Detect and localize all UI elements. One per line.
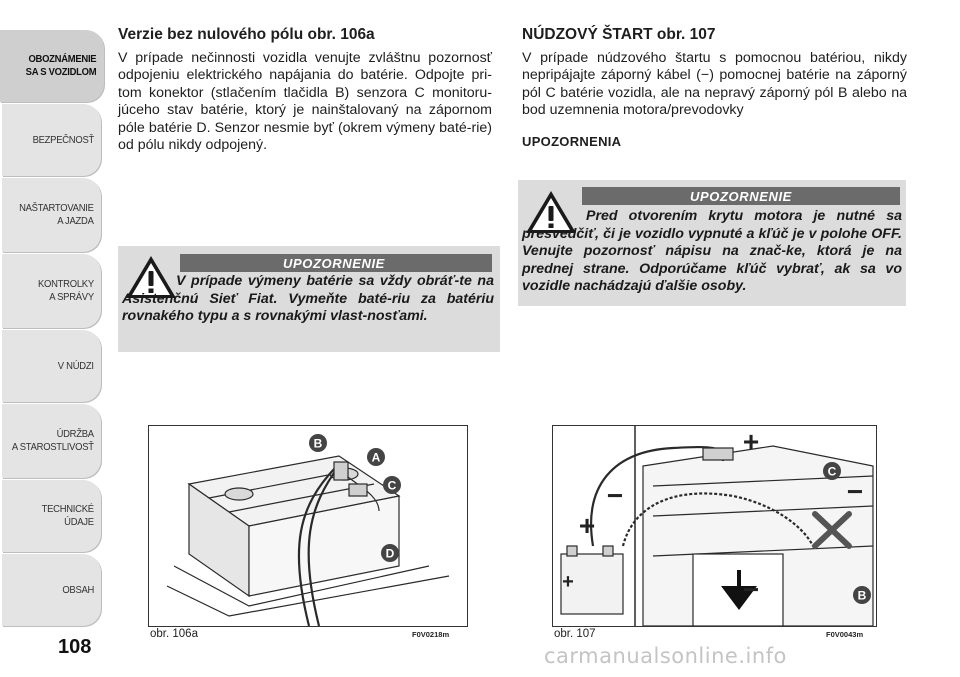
label-b-callout: B (309, 434, 327, 452)
label-d: D (386, 547, 395, 561)
warning-box: UPOZORNENIE V prípade výmeny batérie sa … (118, 246, 500, 352)
label-b: B (858, 589, 867, 603)
tab-nastartovanie[interactable]: NAŠTARTOVANIE A JAZDA (2, 178, 101, 252)
tab-label: KONTROLKY A SPRÁVY (37, 278, 94, 303)
tab-label: OBSAH (62, 583, 94, 596)
label-a-callout: A (367, 448, 385, 466)
section-heading: Verzie bez nulového pólu obr. 106a (118, 26, 375, 43)
label-c: C (828, 465, 837, 479)
tab-label: TECHNICKÉ ÚDAJE (41, 503, 94, 528)
warning-text: Pred otvorením krytu motora je nutné sa … (522, 208, 902, 295)
watermark: carmanualsonline.info (544, 644, 787, 668)
tab-label: BEZPEČNOSŤ (32, 133, 94, 146)
minus-sign: − (607, 482, 623, 510)
plus-symbol: + (579, 512, 595, 540)
tab-kontrolky[interactable]: KONTROLKY A SPRÁVY (2, 254, 101, 328)
minus-symbol: − (607, 482, 623, 510)
section-heading: NÚDZOVÝ ŠTART obr. 107 (522, 26, 716, 43)
figure-106a: B A C D (148, 425, 468, 627)
warning-box: UPOZORNENIE Pred otvorením krytu motora … (518, 180, 906, 306)
label-b: B (314, 437, 323, 451)
label-a: A (372, 451, 381, 465)
tab-label: NAŠTARTOVANIE A JAZDA (19, 202, 94, 227)
chapter-sidebar: OBOZNÁMENIE SA S VOZIDLOM BEZPEČNOSŤ NAŠ… (0, 0, 104, 677)
plus-sign: + (562, 571, 574, 592)
warning-triangle-icon (122, 250, 180, 302)
section-body: V prípade núdzového štartu s pomocnou ba… (522, 50, 907, 119)
plus-symbol: + (743, 428, 759, 456)
warning-title: UPOZORNENIE (176, 254, 492, 272)
minus-sign: − (847, 478, 863, 506)
figure-caption: obr. 106a (150, 628, 198, 640)
tab-oboznamenie[interactable]: OBOZNÁMENIE SA S VOZIDLOM (0, 30, 104, 102)
tab-label: ÚDRŽBA A STAROSTLIVOSŤ (11, 428, 94, 453)
figure-caption: obr. 107 (554, 628, 596, 640)
tab-bezpecnost[interactable]: BEZPEČNOSŤ (2, 104, 101, 176)
tab-v-nudzi[interactable]: V NÚDZI (2, 330, 101, 402)
label-c: C (388, 479, 397, 493)
left-column: Verzie bez nulového pólu obr. 106a V prí… (118, 26, 492, 154)
section-subheading: UPOZORNENIA (522, 133, 622, 149)
tab-label: OBOZNÁMENIE SA S VOZIDLOM (26, 53, 97, 78)
label-c-callout: C (823, 462, 841, 480)
minus-symbol: − (847, 478, 863, 506)
right-column: NÚDZOVÝ ŠTART obr. 107 V prípade núdzové… (522, 26, 907, 149)
tab-obsah[interactable]: OBSAH (2, 554, 101, 626)
tab-label: V NÚDZI (57, 359, 94, 372)
tab-udrzba[interactable]: ÚDRŽBA A STAROSTLIVOSŤ (2, 404, 101, 478)
figure-code: F0V0043m (826, 630, 864, 639)
jump-start-illustration (560, 426, 874, 626)
figure-code: F0V0218m (412, 630, 450, 639)
warning-title: UPOZORNENIE (582, 187, 900, 205)
label-d-callout: D (381, 544, 399, 562)
figure-107: + − + − + − C B (552, 425, 877, 627)
minus-sign: − (743, 576, 759, 604)
battery-illustration (166, 455, 450, 626)
plus-sign: + (579, 512, 595, 540)
warning-triangle-icon (522, 185, 580, 237)
warning-text: V prípade výmeny batérie sa vždy obráť-t… (122, 273, 494, 325)
minus-symbol: − (743, 576, 759, 604)
label-c-callout: C (383, 476, 401, 494)
label-b-callout: B (853, 586, 871, 604)
tab-technicke-udaje[interactable]: TECHNICKÉ ÚDAJE (2, 480, 101, 552)
page-number: 108 (58, 636, 92, 658)
plus-symbol: + (562, 571, 574, 592)
plus-sign: + (743, 428, 759, 456)
section-body: V prípade nečinnosti vozidla venujte zvl… (118, 50, 492, 154)
